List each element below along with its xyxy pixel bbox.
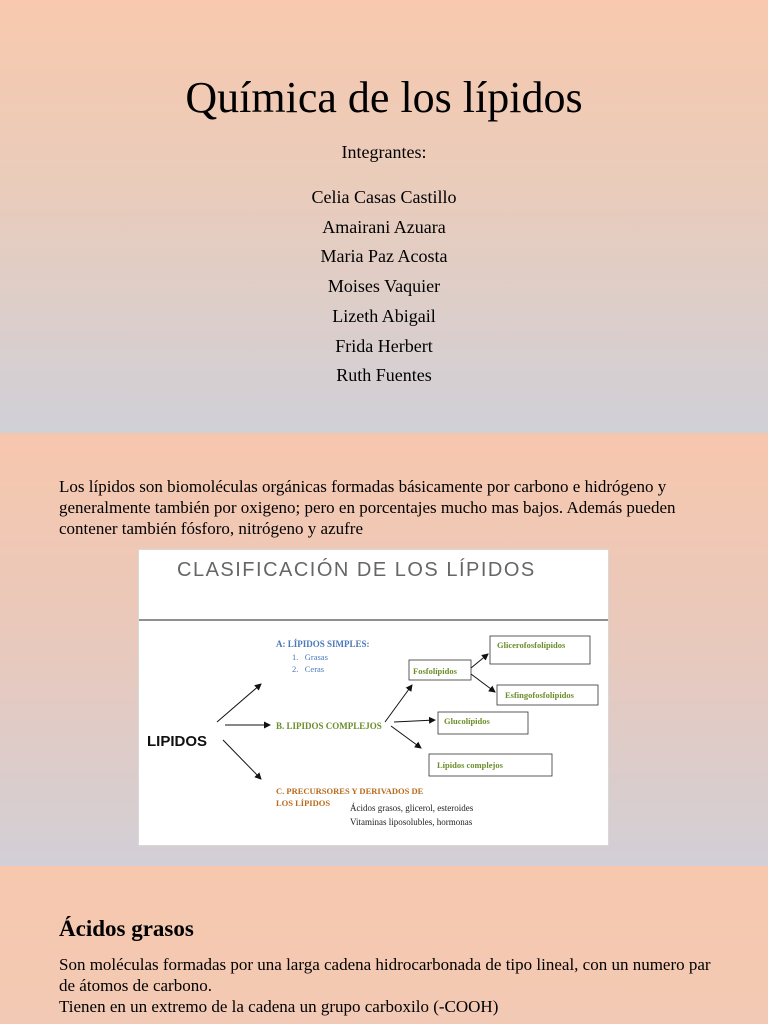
fosfolipidos-box — [408, 659, 472, 681]
member-name: Ruth Fuentes — [336, 365, 432, 386]
member-name: Lizeth Abigail — [332, 305, 436, 326]
page-title: Química de los lípidos — [185, 73, 583, 122]
members-list: Celia Casas Castillo Amairani Azuara Mar… — [0, 183, 768, 391]
paragraph-line: Tienen en un extremo de la cadena un gru… — [59, 997, 499, 1016]
arrow-to-precursores — [222, 739, 262, 780]
arrow-to-lipidos-complejos — [390, 725, 422, 749]
derivados-text: Vitaminas liposolubles, hormonas — [350, 817, 473, 827]
slide-intro: Los lípidos son biomoléculas orgánicas f… — [0, 433, 768, 866]
fosfolipidos-label: Fosfolípidos — [413, 666, 458, 676]
slide-title: Química de los lípidos Integrantes: Celi… — [0, 0, 768, 433]
derivados-text: Ácidos grasos, glicerol, esteroides — [350, 803, 474, 813]
glicerofosfolipidos-label: Glicerofosfolípidos — [497, 640, 566, 650]
diagram-root-label: LIPIDOS — [147, 733, 207, 750]
arrow-to-glicerofosfolipidos — [470, 653, 489, 669]
simple-item: 2. Ceras — [292, 664, 324, 674]
section-heading: Ácidos grasos — [59, 916, 194, 941]
glicerofosfolipidos-box — [489, 635, 591, 665]
integrantes-label: Integrantes: — [341, 142, 427, 162]
member-name: Maria Paz Acosta — [320, 246, 448, 267]
arrow-to-simple — [216, 683, 262, 723]
arrow-to-esfingofosfolipidos — [470, 673, 496, 693]
lipidos-complejos-label: Lípidos complejos — [437, 760, 504, 770]
precursores-label: LOS LÍPIDOS — [276, 798, 330, 808]
arrow-to-glucolipidos — [393, 716, 436, 724]
member-name: Celia Casas Castillo — [311, 187, 457, 207]
intro-paragraph: Los lípidos son biomoléculas orgánicas f… — [59, 477, 676, 538]
glucolipidos-box — [437, 711, 529, 735]
simple-item: 1. Grasas — [292, 652, 328, 662]
paragraph-line: Son moléculas formadas por una larga cad… — [59, 955, 711, 995]
lipidos-complejos-box — [428, 753, 553, 777]
esfingofosfolipidos-box — [496, 684, 599, 706]
complex-lipids-label: B. LIPIDOS COMPLEJOS — [276, 721, 382, 731]
arrow-to-fosfolipidos — [384, 684, 413, 723]
esfingofosfolipidos-label: Esfingofosfolípidos — [505, 690, 575, 700]
slide-acidos-grasos: Ácidos grasos Son moléculas formadas por… — [0, 866, 768, 1024]
glucolipidos-label: Glucolípidos — [444, 716, 491, 726]
member-name: Moises Vaquier — [327, 276, 441, 297]
member-name: Amairani Azuara — [322, 216, 446, 237]
member-name: Frida Herbert — [335, 335, 433, 356]
precursores-label: C. PRECURSORES Y DERIVADOS DE — [276, 786, 424, 796]
classification-diagram: CLASIFICACIÓN DE LOS LÍPIDOS LIPIDOS A: … — [138, 549, 609, 846]
classification-diagram-svg: CLASIFICACIÓN DE LOS LÍPIDOS LIPIDOS A: … — [139, 558, 608, 827]
diagram-title: CLASIFICACIÓN DE LOS LÍPIDOS — [177, 558, 536, 581]
simple-lipids-label: A: LÍPIDOS SIMPLES: — [276, 639, 370, 649]
section-paragraph: Son moléculas formadas por una larga cad… — [59, 954, 719, 1017]
